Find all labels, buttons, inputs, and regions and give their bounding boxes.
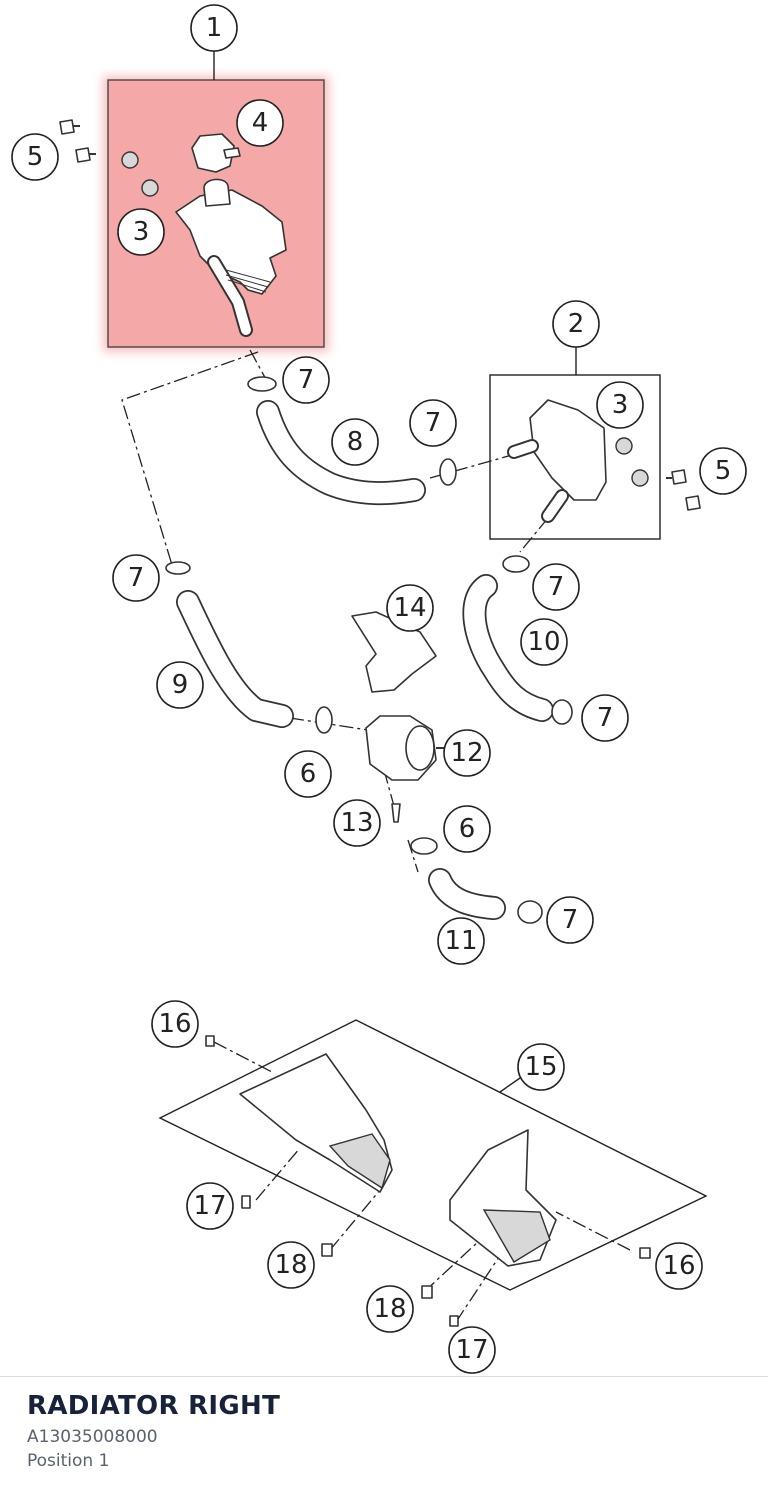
filler-cap: [191, 133, 241, 173]
svg-text:16: 16: [158, 1009, 191, 1039]
svg-text:7: 7: [298, 365, 315, 395]
callout-17[interactable]: 17: [186, 1182, 234, 1230]
radiator-cover-left: [239, 1053, 393, 1193]
coolant-tank-right: [507, 399, 607, 523]
callout-5[interactable]: 5: [699, 447, 747, 495]
svg-text:2: 2: [568, 309, 585, 339]
callout-10[interactable]: 10: [520, 618, 568, 666]
svg-text:12: 12: [450, 738, 483, 768]
screws-right: [666, 469, 701, 511]
hose-9: [176, 590, 294, 728]
position-label: Position 1: [27, 1451, 110, 1471]
callout-14[interactable]: 14: [386, 584, 434, 632]
group-2-box: [489, 374, 661, 540]
svg-text:18: 18: [373, 1294, 406, 1324]
callout-18[interactable]: 18: [366, 1285, 414, 1333]
callout-6[interactable]: 6: [443, 805, 491, 853]
svg-text:18: 18: [274, 1250, 307, 1280]
screws-left: [59, 119, 96, 163]
exploded-parts-diagram: 1 4 5 3 2 7 3 7 8 5 7 7 14 10 9 7 12 6 1…: [11, 4, 747, 1374]
callout-12[interactable]: 12: [443, 729, 491, 777]
svg-text:16: 16: [662, 1251, 695, 1281]
callout-15[interactable]: 15: [517, 1043, 565, 1091]
svg-text:7: 7: [425, 408, 442, 438]
radiator-cover-right: [449, 1129, 557, 1267]
callout-7[interactable]: 7: [112, 554, 160, 602]
part-number: A13035008000: [27, 1427, 158, 1447]
svg-text:6: 6: [459, 814, 476, 844]
svg-text:11: 11: [444, 926, 477, 956]
hose-10: [462, 574, 554, 722]
diagram-title: RADIATOR RIGHT: [27, 1391, 281, 1421]
callout-17[interactable]: 17: [448, 1326, 496, 1374]
callout-7[interactable]: 7: [532, 563, 580, 611]
clamps: [165, 376, 573, 924]
callout-4[interactable]: 4: [236, 99, 284, 147]
svg-text:3: 3: [133, 217, 150, 247]
svg-text:7: 7: [597, 703, 614, 733]
svg-text:3: 3: [612, 390, 629, 420]
callout-7[interactable]: 7: [282, 356, 330, 404]
svg-text:7: 7: [548, 572, 565, 602]
callout-7[interactable]: 7: [409, 399, 457, 447]
seal-ring-4: [631, 469, 649, 487]
callout-13[interactable]: 13: [333, 799, 381, 847]
coolant-tank-left: [175, 178, 287, 337]
svg-text:4: 4: [252, 108, 269, 138]
hose-8: [256, 400, 426, 506]
callout-18[interactable]: 18: [267, 1241, 315, 1289]
svg-text:17: 17: [455, 1335, 488, 1365]
callout-1[interactable]: 1: [190, 4, 238, 52]
svg-text:15: 15: [524, 1052, 557, 1082]
callout-7[interactable]: 7: [546, 896, 594, 944]
callout-2[interactable]: 2: [552, 300, 600, 348]
callout-11[interactable]: 11: [437, 917, 485, 965]
svg-text:8: 8: [347, 427, 364, 457]
svg-text:7: 7: [562, 905, 579, 935]
svg-text:6: 6: [300, 759, 317, 789]
svg-text:13: 13: [340, 808, 373, 838]
callout-16[interactable]: 16: [655, 1242, 703, 1290]
svg-text:5: 5: [715, 456, 732, 486]
seal-ring-2: [141, 179, 159, 197]
bolt-13: [391, 803, 401, 823]
seal-ring-3: [615, 437, 633, 455]
callout-7[interactable]: 7: [581, 694, 629, 742]
callout-3[interactable]: 3: [117, 208, 165, 256]
svg-text:10: 10: [527, 627, 560, 657]
svg-text:14: 14: [393, 593, 426, 623]
svg-text:1: 1: [206, 13, 223, 43]
callout-16[interactable]: 16: [151, 1000, 199, 1048]
footer-panel: RADIATOR RIGHT A13035008000 Position 1: [0, 1376, 768, 1492]
callout-8[interactable]: 8: [331, 418, 379, 466]
svg-text:17: 17: [193, 1191, 226, 1221]
svg-text:9: 9: [172, 670, 189, 700]
hose-11: [428, 868, 506, 920]
callout-9[interactable]: 9: [156, 661, 204, 709]
svg-text:7: 7: [128, 563, 145, 593]
callout-5[interactable]: 5: [11, 133, 59, 181]
screws-bottom: [205, 1035, 651, 1327]
water-pump: [365, 715, 450, 781]
callout-3[interactable]: 3: [596, 381, 644, 429]
svg-text:5: 5: [27, 142, 44, 172]
radiator-covers-frame: [158, 1019, 708, 1291]
seal-ring-1: [121, 151, 139, 169]
callout-6[interactable]: 6: [284, 750, 332, 798]
